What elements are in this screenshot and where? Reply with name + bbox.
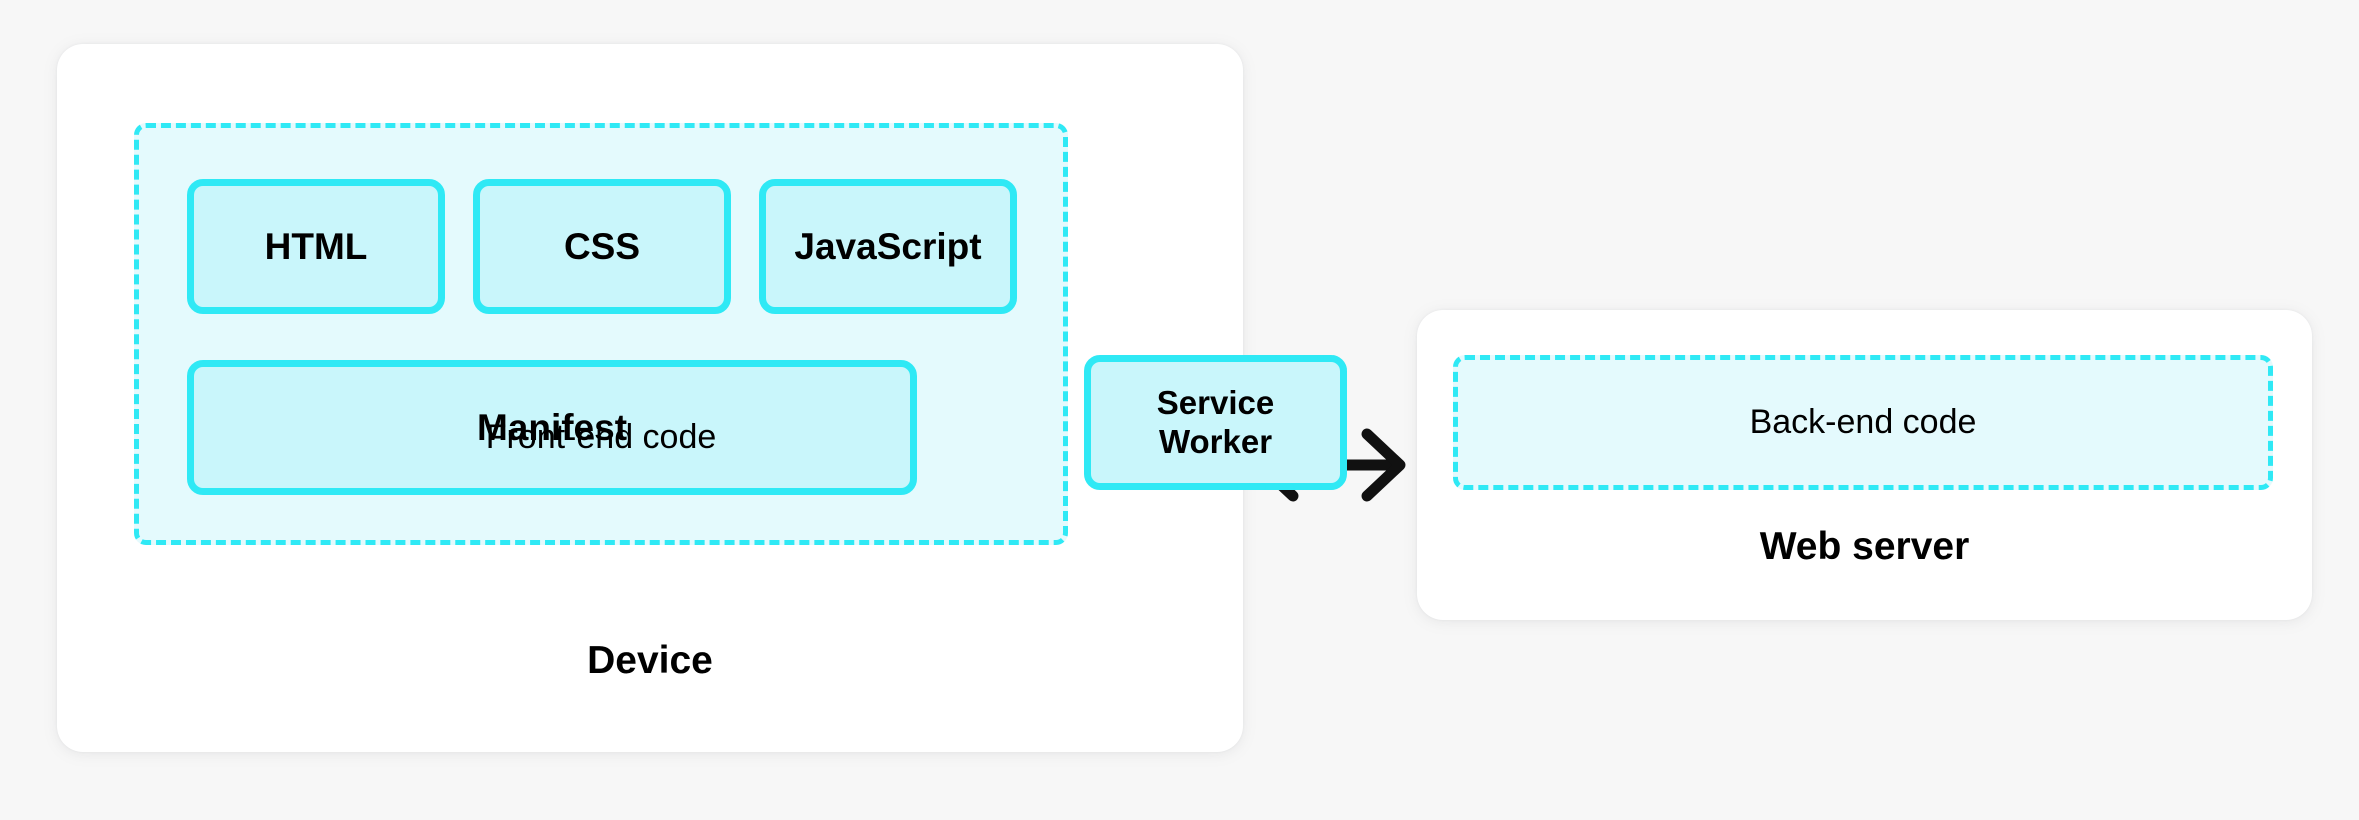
asset-box-html[interactable]: HTML [187,179,445,314]
asset-box-html-label: HTML [264,225,368,267]
asset-box-javascript[interactable]: JavaScript [759,179,1017,314]
asset-box-javascript-label: JavaScript [794,225,982,267]
web-server-caption: Web server [1759,525,1970,568]
service-worker-label-line1: Service [1156,383,1275,421]
asset-box-service-worker[interactable]: Service Worker [1084,355,1347,490]
web-server-card: Back-end code Web server [1417,310,2312,620]
front-end-code-caption: Front-end code [485,418,717,456]
asset-box-manifest[interactable]: Manifest [187,360,917,495]
asset-box-css[interactable]: CSS [473,179,731,314]
asset-box-manifest-label: Manifest [476,406,628,448]
front-end-code-zone: HTML CSS JavaScript Manifest Front-end c… [134,123,1068,545]
device-card: HTML CSS JavaScript Manifest Front-end c… [57,44,1347,752]
service-worker-label-line2: Worker [1158,422,1273,460]
device-caption: Device [587,639,713,682]
back-end-code-caption: Back-end code [1749,403,1977,441]
back-end-code-zone: Back-end code [1453,355,2273,490]
asset-box-css-label: CSS [563,225,641,267]
asset-box-service-worker-label: Service Worker [1157,384,1274,462]
